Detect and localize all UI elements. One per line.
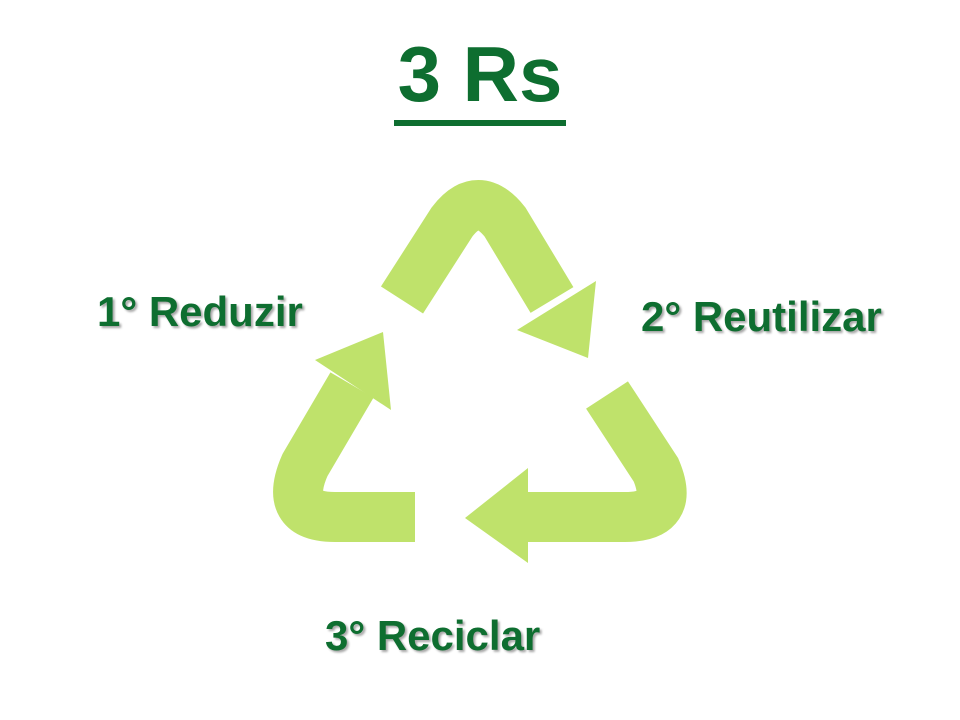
arrow-top-shaft [380,180,574,314]
label-recycle: 3° Reciclar [325,612,541,659]
arrow-right-shaft [525,381,687,542]
label-reduce: 1° Reduzir [97,288,303,335]
title-text: 3 Rs [393,28,567,126]
arrow-left-head [315,332,391,410]
slide-title: 3 Rs [0,28,960,126]
arrow-left-shaft [273,372,415,542]
arrow-top-head [517,281,596,358]
label-reuse: 2° Reutilizar [641,293,882,340]
arrow-right-head [465,468,528,563]
